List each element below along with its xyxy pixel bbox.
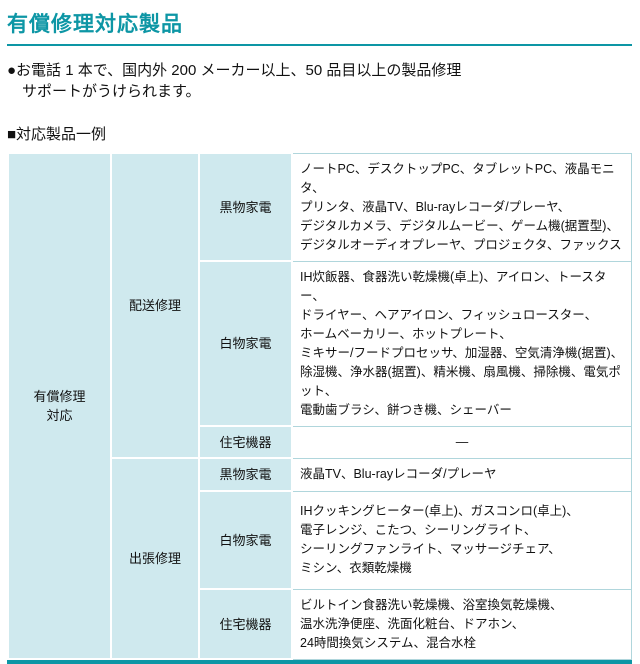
items-cell: IHクッキングヒーター(卓上)、ガスコンロ(卓上)、 電子レンジ、こたつ、シーリ… [291,490,632,590]
table-row: 住宅機器 — [8,425,632,459]
category-cell-housing-equipment: 住宅機器 [198,588,293,660]
products-table-wrap: 有償修理 対応 配送修理 黒物家電 ノートPC、デスクトップPC、タブレットPC… [7,152,632,664]
method-cell-onsite: 出張修理 [110,457,200,660]
category-cell-white-goods: 白物家電 [198,490,293,590]
support-type-cell: 有償修理 対応 [7,152,112,660]
products-table: 有償修理 対応 配送修理 黒物家電 ノートPC、デスクトップPC、タブレットPC… [7,152,632,660]
method-cell-delivery: 配送修理 [110,152,200,459]
items-cell: ビルトイン食器洗い乾燥機、浴室換気乾燥機、 温水洗浄便座、洗面化粧台、ドアホン、… [291,588,632,660]
page-title: 有償修理対応製品 [7,13,183,36]
category-cell-black-goods: 黒物家電 [198,457,293,492]
table-row: 白物家電 IHクッキングヒーター(卓上)、ガスコンロ(卓上)、 電子レンジ、こた… [8,490,632,590]
intro-text: ●お電話 1 本で、国内外 200 メーカー以上、50 品目以上の製品修理 サポ… [7,62,462,100]
table-row: 白物家電 IH炊飯器、食器洗い乾燥機(卓上)、アイロン、トースター、 ドライヤー… [8,260,632,427]
items-cell: IH炊飯器、食器洗い乾燥機(卓上)、アイロン、トースター、 ドライヤー、ヘアアイ… [291,260,632,427]
items-cell-empty-dash: — [291,425,632,459]
items-cell: ノートPC、デスクトップPC、タブレットPC、液晶モニタ、 プリンタ、液晶TV、… [291,152,632,262]
category-cell-housing-equipment: 住宅機器 [198,425,293,459]
category-cell-white-goods: 白物家電 [198,260,293,427]
table-row: 有償修理 対応 配送修理 黒物家電 ノートPC、デスクトップPC、タブレットPC… [7,152,632,660]
section-heading: ■対応製品一例 [7,126,107,143]
title-underline [7,44,632,46]
items-cell: 液晶TV、Blu-rayレコーダ/プレーヤ [291,457,632,492]
category-cell-black-goods: 黒物家電 [198,152,293,262]
